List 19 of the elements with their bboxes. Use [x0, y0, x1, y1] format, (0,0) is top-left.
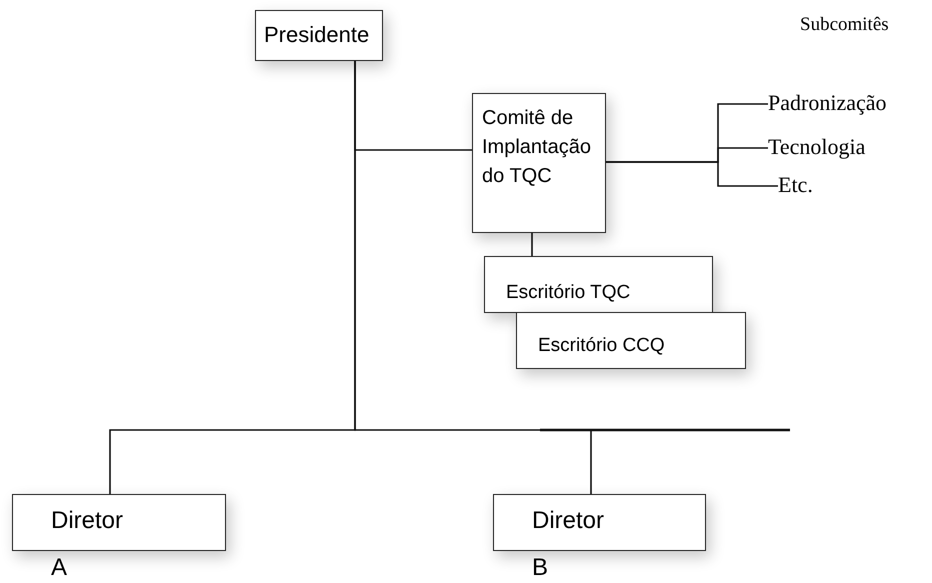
connector-line — [606, 161, 778, 187]
subcommittee-label: Etc. — [778, 172, 838, 200]
office-box — [516, 312, 746, 369]
node-title: Diretor — [51, 507, 124, 535]
heading-label: Subcomitês — [800, 14, 889, 36]
node-letter: B — [532, 554, 548, 582]
node-title: Comitê de Implantação do TQC — [482, 106, 592, 189]
node-title: Escritório TQC — [506, 282, 630, 304]
position-box — [255, 10, 383, 61]
connector-line — [354, 61, 592, 494]
node-title: Presidente — [264, 22, 370, 48]
subcommittee-label: Tecnologia — [768, 134, 898, 162]
office-box — [484, 256, 713, 313]
node-title: Diretor — [532, 507, 604, 535]
subcommittee-label: Padronização — [768, 90, 932, 118]
node-letter: A — [51, 554, 68, 582]
node-title: Escritório CCQ — [538, 335, 665, 357]
committee-box — [472, 93, 606, 233]
connector-line — [531, 233, 533, 256]
